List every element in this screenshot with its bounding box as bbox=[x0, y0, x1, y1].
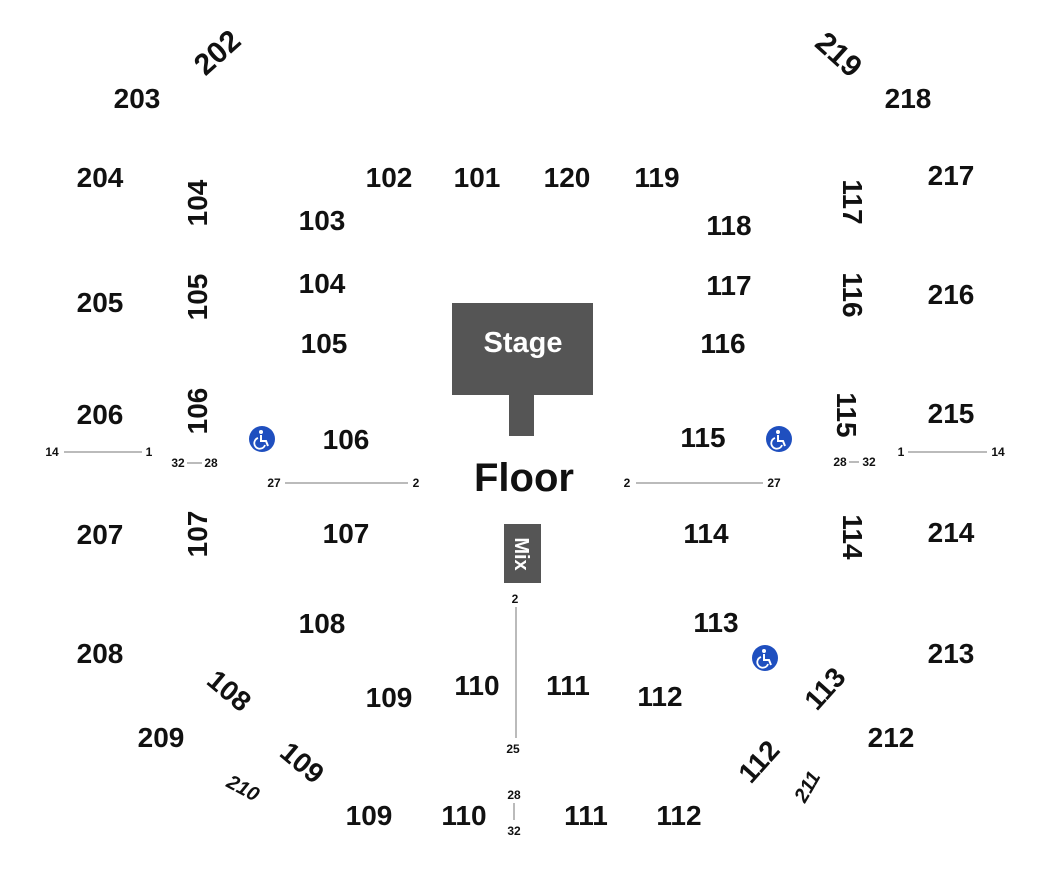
section-217[interactable]: 217 bbox=[928, 160, 975, 191]
section-212[interactable]: 212 bbox=[868, 722, 915, 753]
section-117-side[interactable]: 117 bbox=[837, 179, 868, 224]
row-label-left-outer-end: 1 bbox=[146, 445, 153, 459]
section-107[interactable]: 107 bbox=[323, 518, 370, 549]
stage-block bbox=[452, 303, 593, 395]
row-label-left-floor-end: 2 bbox=[413, 476, 420, 490]
section-113-side[interactable]: 113 bbox=[798, 661, 851, 715]
row-label-right-outer-start: 1 bbox=[898, 445, 905, 459]
section-115-side[interactable]: 115 bbox=[831, 392, 862, 437]
section-202[interactable]: 202 bbox=[188, 24, 247, 82]
row-label-left-inner-start: 32 bbox=[171, 456, 185, 470]
section-106[interactable]: 106 bbox=[323, 424, 370, 455]
section-203[interactable]: 203 bbox=[114, 83, 161, 114]
section-214[interactable]: 214 bbox=[928, 517, 975, 548]
section-213[interactable]: 213 bbox=[928, 638, 975, 669]
row-label-bottom-start: 28 bbox=[507, 788, 521, 802]
section-209[interactable]: 209 bbox=[138, 722, 185, 753]
section-106-side[interactable]: 106 bbox=[182, 388, 213, 435]
row-label-bottom-end: 32 bbox=[507, 824, 521, 838]
section-116[interactable]: 116 bbox=[700, 328, 745, 359]
row-label-left-outer-start: 14 bbox=[45, 445, 59, 459]
section-101[interactable]: 101 bbox=[454, 162, 501, 193]
mix-label: Mix bbox=[510, 537, 532, 570]
section-108-side[interactable]: 108 bbox=[201, 664, 257, 718]
section-218[interactable]: 218 bbox=[885, 83, 932, 114]
section-107-side[interactable]: 107 bbox=[182, 511, 213, 558]
section-102[interactable]: 102 bbox=[366, 162, 413, 193]
section-204[interactable]: 204 bbox=[77, 162, 124, 193]
wheelchair-icon bbox=[752, 645, 778, 671]
section-110-bottom[interactable]: 110 bbox=[441, 800, 486, 831]
section-114[interactable]: 114 bbox=[683, 518, 729, 549]
section-110[interactable]: 110 bbox=[454, 670, 499, 701]
section-216[interactable]: 216 bbox=[928, 279, 975, 310]
row-label-center-end: 25 bbox=[506, 742, 520, 756]
section-112[interactable]: 112 bbox=[637, 681, 682, 712]
row-label-right-outer-end: 14 bbox=[991, 445, 1005, 459]
section-117[interactable]: 117 bbox=[706, 270, 751, 301]
row-label-right-inner-end: 32 bbox=[862, 455, 876, 469]
row-label-right-floor-end: 27 bbox=[767, 476, 781, 490]
section-103[interactable]: 103 bbox=[299, 205, 346, 236]
mix-position: Mix bbox=[504, 524, 541, 583]
row-label-left-floor-start: 27 bbox=[267, 476, 281, 490]
section-215[interactable]: 215 bbox=[928, 398, 975, 429]
section-109[interactable]: 109 bbox=[366, 682, 413, 713]
section-211[interactable]: 211 bbox=[790, 768, 825, 807]
floor-label[interactable]: Floor bbox=[474, 456, 574, 500]
section-114-side[interactable]: 114 bbox=[837, 514, 868, 560]
section-112-side[interactable]: 112 bbox=[732, 734, 785, 788]
section-118[interactable]: 118 bbox=[706, 210, 751, 241]
row-label-left-inner-end: 28 bbox=[204, 456, 218, 470]
section-105-side[interactable]: 105 bbox=[182, 274, 213, 321]
wheelchair-icon bbox=[249, 426, 275, 452]
row-label-right-floor-start: 2 bbox=[624, 476, 631, 490]
section-219[interactable]: 219 bbox=[809, 26, 868, 84]
section-108[interactable]: 108 bbox=[299, 608, 346, 639]
section-104-side[interactable]: 104 bbox=[182, 179, 213, 226]
stage[interactable]: Stage bbox=[452, 303, 593, 436]
section-207[interactable]: 207 bbox=[77, 519, 124, 550]
wheelchair-icon bbox=[766, 426, 792, 452]
section-105[interactable]: 105 bbox=[301, 328, 348, 359]
section-104[interactable]: 104 bbox=[299, 268, 346, 299]
section-120[interactable]: 120 bbox=[544, 162, 591, 193]
section-206[interactable]: 206 bbox=[77, 399, 124, 430]
section-113[interactable]: 113 bbox=[693, 607, 738, 638]
row-label-right-inner-start: 28 bbox=[833, 455, 847, 469]
section-115[interactable]: 115 bbox=[680, 422, 725, 453]
stage-label: Stage bbox=[484, 327, 563, 359]
section-116-side[interactable]: 116 bbox=[837, 272, 868, 317]
section-205[interactable]: 205 bbox=[77, 287, 124, 318]
section-109-side[interactable]: 109 bbox=[274, 736, 330, 790]
section-208[interactable]: 208 bbox=[77, 638, 124, 669]
section-111-bottom[interactable]: 111 bbox=[564, 800, 608, 831]
row-label-center-start: 2 bbox=[512, 592, 519, 606]
section-210[interactable]: 210 bbox=[222, 771, 263, 807]
section-111[interactable]: 111 bbox=[546, 670, 590, 701]
stage-runway bbox=[509, 395, 534, 436]
section-109-bottom[interactable]: 109 bbox=[346, 800, 393, 831]
section-119[interactable]: 119 bbox=[634, 162, 679, 193]
section-112-bottom[interactable]: 112 bbox=[656, 800, 701, 831]
mix-block bbox=[504, 524, 541, 583]
